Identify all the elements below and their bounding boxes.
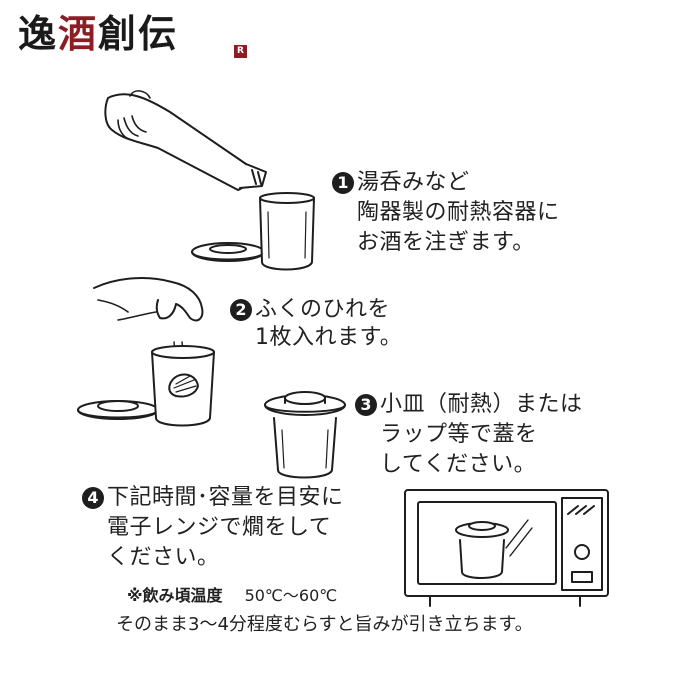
brand-char-1: 逸 (18, 11, 59, 56)
step-3-line-1: 小皿（耐熱）または (380, 392, 583, 417)
step-4-line-2: 電子レンジで燗をして (107, 515, 332, 540)
brand-char-2: 酒 (58, 11, 99, 56)
step-1-line-2: 陶器製の耐熱容器に (357, 200, 560, 225)
step-3: 3 小皿（耐熱）または ラップ等で蓋を してください。 (355, 390, 583, 480)
step-4: 4 下記時間･容量を目安に 電子レンジで燗をして ください。 (82, 483, 344, 573)
step-1-number-badge: 1 (332, 172, 354, 194)
step-2: 2 ふくのひれを 1枚入れます。 (230, 296, 402, 352)
step-2-line-2: 1枚入れます。 (255, 325, 403, 350)
step-1-line-3: お酒を注ぎます。 (357, 230, 535, 255)
step-4-line-1: 下記時間･容量を目安に (107, 485, 344, 510)
step-2-line-1: ふくのひれを (255, 297, 391, 322)
registered-mark: R (234, 45, 247, 58)
step-4-number-badge: 4 (82, 487, 104, 509)
step-3-line-3: してください。 (380, 452, 537, 477)
serving-temperature-note: ※飲み頃温度 50℃〜60℃ (127, 582, 337, 606)
step-1: 1 湯呑みなど 陶器製の耐熱容器に お酒を注ぎます。 (332, 168, 560, 258)
step-3-line-2: ラップ等で蓋を (380, 422, 538, 447)
step-1-line-1: 湯呑みなど (357, 170, 470, 195)
pour-sake-illustration (104, 90, 315, 271)
step-3-number-badge: 3 (355, 394, 377, 416)
microwave-illustration (404, 489, 609, 607)
step-4-line-3: ください。 (107, 545, 220, 570)
note-temperature: 50℃〜60℃ (244, 586, 338, 605)
add-fin-illustration (77, 277, 215, 427)
brand-char-3: 創伝 (98, 11, 179, 56)
step-2-number-badge: 2 (230, 299, 252, 321)
note-label: ※飲み頃温度 (127, 586, 223, 605)
brand-logo: 逸酒創伝 (18, 10, 178, 58)
covered-cup-illustration (264, 391, 346, 479)
steeping-caption: そのまま3〜4分程度むらすと旨みが引き立ちます。 (116, 614, 533, 635)
